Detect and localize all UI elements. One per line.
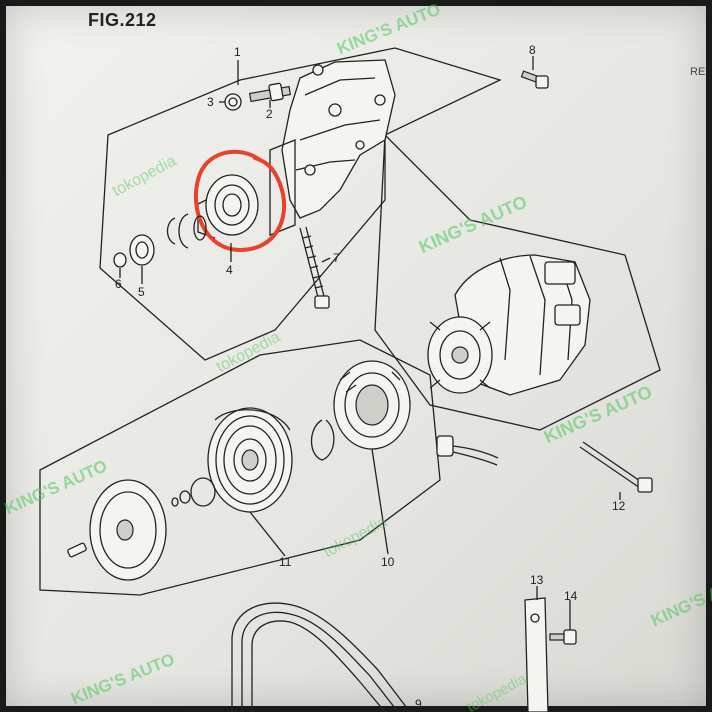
callout-11: 11 (279, 555, 292, 569)
callout-14: 14 (564, 589, 578, 603)
callout-2: 2 (266, 107, 273, 121)
field-coil-10 (333, 360, 411, 450)
pulley-11 (207, 407, 293, 513)
bolt-12 (579, 441, 653, 493)
callout-1: 1 (234, 45, 241, 59)
strap-13 (524, 597, 549, 712)
page-edge-text: RE (690, 66, 706, 78)
leader-lines (119, 56, 621, 630)
callout-3: 3 (207, 95, 214, 109)
compressor-group-outline (374, 133, 661, 431)
shims (171, 477, 216, 507)
washer-5 (129, 234, 155, 266)
callout-8: 8 (529, 43, 536, 57)
bolt-2 (248, 82, 292, 103)
nut-3 (224, 93, 242, 111)
callout-12: 12 (612, 499, 626, 513)
callout-5: 5 (138, 285, 145, 299)
bolt-8 (520, 70, 549, 89)
idler-bearing-4 (197, 174, 259, 239)
callout-numbers: 1 2 3 4 5 6 7 8 9 10 11 12 13 14 (115, 43, 626, 711)
coil-connector (436, 435, 499, 466)
red-highlight-circle (193, 149, 287, 253)
clutch-group-outline (39, 339, 441, 596)
bolt-14 (549, 629, 577, 645)
nut-6 (113, 252, 127, 268)
callout-4: 4 (226, 263, 233, 277)
upper-group-outline (99, 47, 502, 361)
figure-title: FIG.212 (88, 10, 157, 30)
callout-6: 6 (115, 277, 122, 291)
snap-rings (166, 213, 207, 249)
callout-13: 13 (530, 573, 544, 587)
ac-compressor (427, 254, 591, 396)
snap-ring-clutch (310, 419, 335, 461)
callout-9: 9 (415, 697, 422, 711)
drive-belt (231, 602, 411, 712)
callout-10: 10 (381, 555, 395, 569)
callout-7: 7 (333, 251, 340, 265)
stud-7 (299, 226, 330, 309)
pressure-plate (67, 479, 167, 581)
mounting-bracket (269, 59, 396, 236)
